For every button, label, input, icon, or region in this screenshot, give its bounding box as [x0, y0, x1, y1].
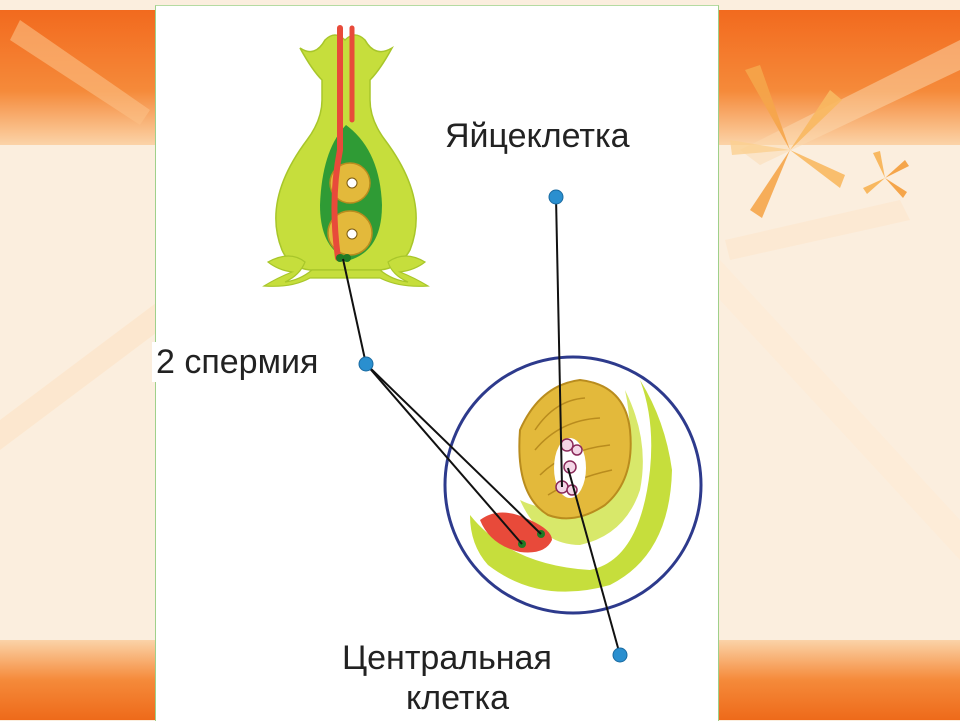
label-egg-cell: Яйцеклетка — [445, 117, 630, 155]
sparkle-large-icon — [730, 65, 845, 218]
light-streak — [740, 40, 960, 165]
pointer-line-egg — [555, 196, 563, 488]
polar-nucleus — [571, 444, 583, 456]
polar-nucleus — [560, 438, 574, 452]
pistil-illustration — [262, 25, 430, 287]
label-two-sperm: 2 спермия — [152, 342, 323, 382]
light-streak — [725, 200, 910, 260]
light-ray — [0, 300, 160, 450]
bottom-orange-band-right — [715, 640, 960, 720]
pointer-line-central — [567, 467, 621, 656]
light-streak — [10, 20, 150, 125]
sparkle-small-icon — [863, 151, 909, 198]
sperm-cell — [343, 254, 351, 262]
light-ray — [720, 260, 960, 560]
bottom-orange-band-left — [0, 640, 160, 720]
pointer-dot-egg — [548, 189, 564, 205]
polar-nucleus — [563, 460, 577, 474]
pointer-line-sperm-pistil — [342, 258, 367, 365]
pointer-line-sperm-2 — [365, 363, 542, 535]
sperm-cell — [336, 254, 344, 262]
pointer-dot-sperm — [358, 356, 374, 372]
label-central-cell-line2: клетка — [402, 678, 513, 718]
pollen-tube-tip — [480, 512, 552, 553]
pollen-tube — [331, 25, 343, 261]
green-tissue-inner — [520, 390, 643, 545]
pointer-lines — [342, 196, 621, 656]
label-central-cell-line1: Центральная — [342, 639, 552, 677]
pointer-line-sperm-1 — [365, 363, 523, 545]
pointer-dot-central — [612, 647, 628, 663]
